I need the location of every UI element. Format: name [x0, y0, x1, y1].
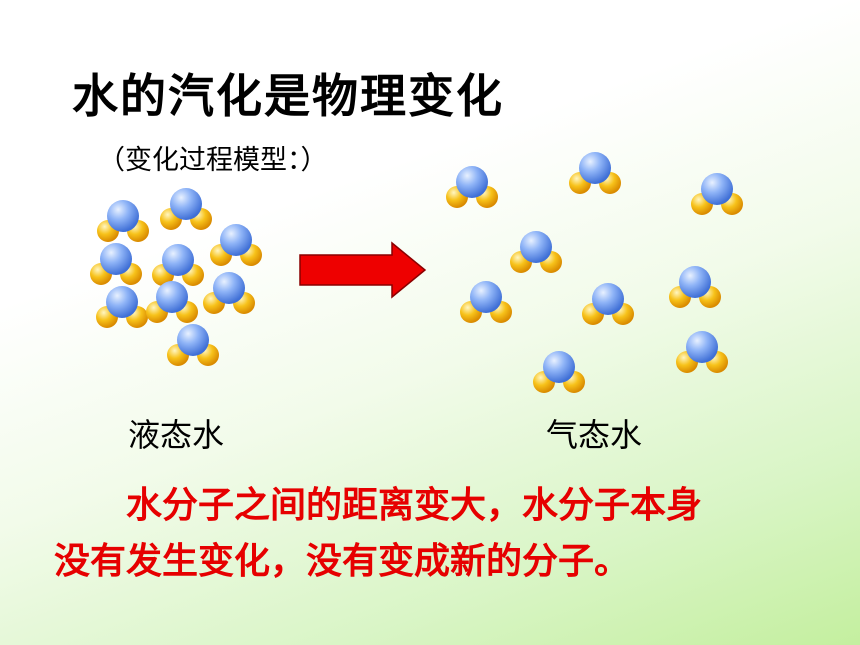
oxygen-atom	[679, 266, 711, 298]
subtitle: （变化过程模型：）	[98, 145, 328, 176]
water-molecule	[90, 243, 142, 285]
water-molecule	[569, 152, 621, 194]
oxygen-atom	[543, 351, 575, 383]
water-molecule	[203, 272, 255, 314]
right-arrow-icon	[299, 241, 427, 299]
water-molecule	[160, 188, 212, 230]
page-title: 水的汽化是物理变化	[72, 69, 504, 123]
oxygen-atom	[470, 281, 502, 313]
water-molecule	[446, 166, 498, 208]
water-molecule	[97, 200, 149, 242]
water-molecule	[510, 231, 562, 273]
oxygen-atom	[162, 244, 194, 276]
water-molecule	[146, 281, 198, 323]
oxygen-atom	[686, 331, 718, 363]
oxygen-atom	[520, 231, 552, 263]
liquid-water-molecules	[90, 188, 262, 366]
oxygen-atom	[156, 281, 188, 313]
gas-water-label: 气态水	[546, 416, 643, 454]
oxygen-atom	[170, 188, 202, 220]
water-molecule	[533, 351, 585, 393]
water-molecule	[691, 173, 743, 215]
water-molecule	[167, 324, 219, 366]
oxygen-atom	[579, 152, 611, 184]
oxygen-atom	[701, 173, 733, 205]
conclusion-line-2: 没有发生变化，没有变成新的分子。	[54, 541, 631, 582]
water-molecule	[210, 224, 262, 266]
oxygen-atom	[220, 224, 252, 256]
water-molecule	[96, 286, 148, 328]
oxygen-atom	[213, 272, 245, 304]
water-molecule	[669, 266, 721, 308]
water-molecule	[460, 281, 512, 323]
oxygen-atom	[456, 166, 488, 198]
liquid-water-label: 液态水	[128, 416, 225, 454]
oxygen-atom	[177, 324, 209, 356]
oxygen-atom	[100, 243, 132, 275]
oxygen-atom	[592, 283, 624, 315]
conclusion-text: 水分子之间的距离变大，水分子本身 没有发生变化，没有变成新的分子。	[54, 478, 844, 590]
oxygen-atom	[107, 200, 139, 232]
water-molecule	[676, 331, 728, 373]
water-molecule	[152, 244, 204, 286]
gas-water-molecules	[446, 152, 743, 393]
conclusion-line-1: 水分子之间的距离变大，水分子本身	[126, 485, 703, 526]
oxygen-atom	[106, 286, 138, 318]
water-molecule	[582, 283, 634, 325]
